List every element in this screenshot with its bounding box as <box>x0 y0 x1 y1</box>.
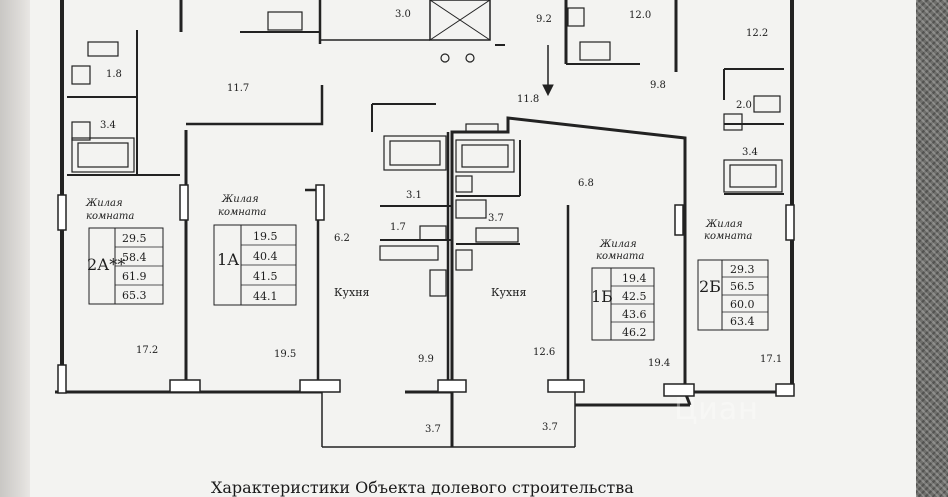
living-room-label: Жилая <box>85 198 123 209</box>
paper-sheet <box>30 0 916 497</box>
table-value: 29.3 <box>730 263 755 276</box>
area-label: 2.0 <box>736 100 752 111</box>
table-value: 41.5 <box>253 270 278 283</box>
area-label: 19.5 <box>274 349 296 360</box>
area-label: 9.2 <box>536 14 552 25</box>
table-value: 63.4 <box>730 315 755 328</box>
area-label: 9.9 <box>418 354 434 365</box>
area-label: 17.2 <box>136 345 158 356</box>
kitchen-label: Кухня <box>334 286 370 299</box>
apartment-tables: 2А** 29.5 58.4 61.9 65.3 1А 19.5 40.4 41… <box>87 224 769 341</box>
table-value: 46.2 <box>622 326 647 339</box>
apartment-code: 1Б <box>591 287 613 306</box>
watermark: Циан <box>674 392 759 427</box>
area-label: 17.1 <box>760 354 782 365</box>
table-value: 40.4 <box>253 250 278 263</box>
area-label: 9.8 <box>650 80 666 91</box>
table-value: 56.5 <box>730 280 755 293</box>
area-label: 3.0 <box>395 9 411 20</box>
table-value: 44.1 <box>253 290 278 303</box>
apartment-table-1a: 1А 19.5 40.4 41.5 44.1 <box>213 224 297 306</box>
area-label: 3.4 <box>742 147 758 158</box>
living-room-label: Жилая <box>221 194 259 205</box>
kitchen-label: Кухня <box>491 286 527 299</box>
table-value: 58.4 <box>122 251 147 264</box>
area-label: 3.7 <box>425 424 441 435</box>
apartment-code: 2Б <box>699 277 721 296</box>
table-value: 19.5 <box>253 230 278 243</box>
area-label: 12.6 <box>533 347 555 358</box>
table-value: 43.6 <box>622 308 647 321</box>
table-value: 29.5 <box>122 232 147 245</box>
document-caption: Характеристики Объекта долевого строител… <box>211 478 634 497</box>
room-names: Жилая комната Жилая комната Жилая комнат… <box>85 194 752 299</box>
entrance-arrow-icon <box>542 45 554 97</box>
living-room-label: комната <box>704 231 752 242</box>
living-room-label: комната <box>596 251 644 262</box>
area-label: 12.0 <box>629 10 651 21</box>
living-room-label: комната <box>218 207 266 218</box>
page-edge-shadow <box>0 0 30 497</box>
fabric-background <box>916 0 948 497</box>
area-label: 19.4 <box>648 358 670 369</box>
area-label: 6.2 <box>334 233 350 244</box>
apartment-table-2a: 2А** 29.5 58.4 61.9 65.3 <box>87 227 164 305</box>
area-label: 3.4 <box>100 120 116 131</box>
area-label: 1.7 <box>390 222 406 233</box>
area-label: 3.1 <box>406 190 422 201</box>
area-label: 1.8 <box>106 69 122 80</box>
area-label: 11.7 <box>227 83 249 94</box>
table-value: 60.0 <box>730 298 755 311</box>
room-areas: 3.0 9.2 12.0 12.2 1.8 11.7 11.8 9.8 2.0 … <box>100 9 782 435</box>
area-label: 6.8 <box>578 178 594 189</box>
table-value: 19.4 <box>622 272 647 285</box>
area-label: 11.8 <box>517 94 539 105</box>
living-room-label: Жилая <box>599 239 637 250</box>
area-label: 3.7 <box>542 422 558 433</box>
table-value: 65.3 <box>122 289 147 302</box>
apartment-code: 1А <box>217 250 239 269</box>
apartment-table-1b: 1Б 19.4 42.5 43.6 46.2 <box>591 267 655 341</box>
apartment-table-2b: 2Б 29.3 56.5 60.0 63.4 <box>697 259 769 331</box>
area-label: 3.7 <box>488 213 504 224</box>
apartment-code: 2А** <box>87 255 125 274</box>
living-room-label: комната <box>86 211 134 222</box>
windows <box>57 184 795 397</box>
table-value: 61.9 <box>122 270 147 283</box>
table-value: 42.5 <box>622 290 647 303</box>
fixtures <box>71 7 783 297</box>
living-room-label: Жилая <box>705 219 743 230</box>
area-label: 12.2 <box>746 28 768 39</box>
